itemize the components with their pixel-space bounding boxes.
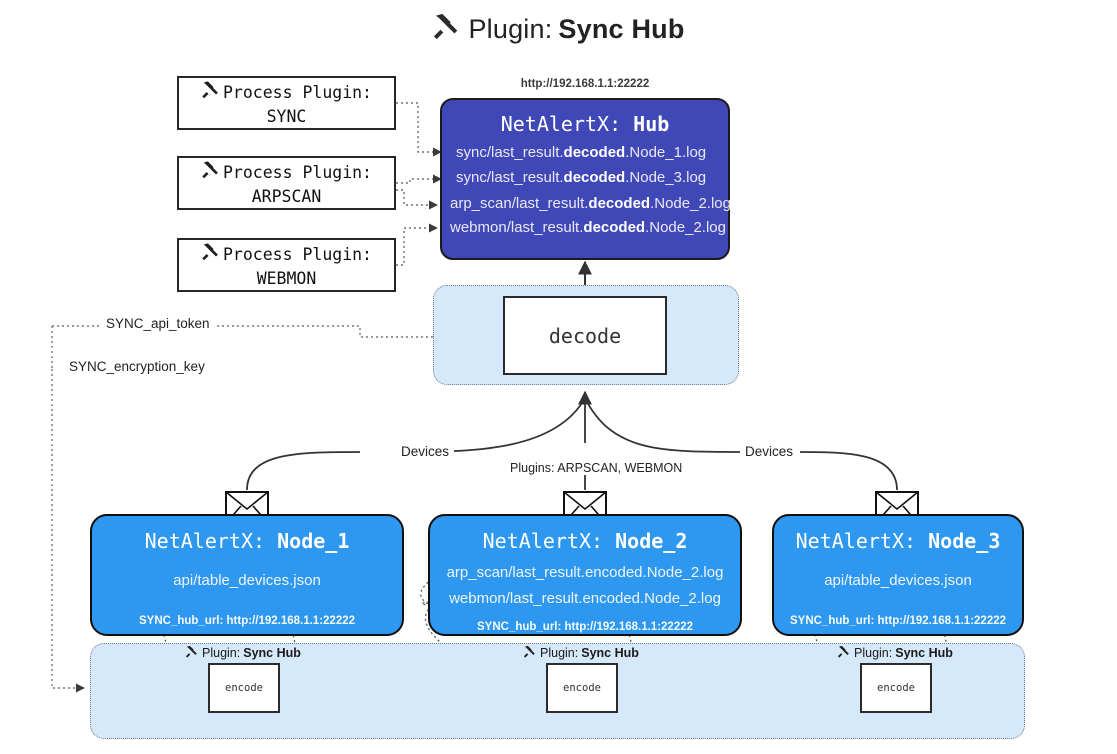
node-hub-url: SYNC_hub_url: http://192.168.1.1:22222 xyxy=(138,615,356,627)
process-plugin-label: Process Plugin: xyxy=(222,82,372,102)
page-title: Plugin: Sync Hub xyxy=(0,12,1117,47)
hub-title: NetAlertX: Hub xyxy=(442,112,728,136)
plug-icon xyxy=(185,645,199,661)
hub-log-post: .Node_2.log xyxy=(650,195,731,212)
node-log-entry: webmon/last_result.encoded.Node_2.log xyxy=(449,590,721,607)
encoder-caption-name: Sync Hub xyxy=(581,646,639,660)
hub-log-post: .Node_2.log xyxy=(645,219,726,236)
node-title-prefix: NetAlertX: xyxy=(795,529,917,553)
process-plugin-webmon[interactable]: Process Plugin: WEBMON xyxy=(177,238,396,292)
hub-log-pre: sync/last_result. xyxy=(456,144,564,161)
hub-log-bold: decoded xyxy=(588,195,651,212)
hub-log-pre: arp_scan/last_result. xyxy=(450,195,589,212)
process-plugin-sync[interactable]: Process Plugin: SYNC xyxy=(177,76,396,130)
hub-title-prefix: NetAlertX: xyxy=(500,112,622,136)
process-plugin-value: SYNC xyxy=(266,106,307,126)
encoder-caption: Plugin: Sync Hub xyxy=(185,645,301,661)
encoder-caption-name: Sync Hub xyxy=(895,646,953,660)
process-plugin-value: WEBMON xyxy=(256,268,317,288)
encode-box-node-1[interactable]: encode xyxy=(208,663,280,713)
node-log-entry: api/table_devices.json xyxy=(173,572,321,589)
encoder-caption: Plugin: Sync Hub xyxy=(837,645,953,661)
page-title-name: Sync Hub xyxy=(558,14,685,44)
hub-log-entry: sync/last_result.decoded.Node_1.log xyxy=(450,144,720,161)
hub-log-bold: decoded xyxy=(583,219,646,236)
node-title-prefix: NetAlertX: xyxy=(144,529,266,553)
process-plugin-label: Process Plugin: xyxy=(222,162,372,182)
plugins-center-label: Plugins: ARPSCAN, WEBMON xyxy=(505,461,688,475)
devices-right-label: Devices xyxy=(740,444,799,459)
node-log-entry: api/table_devices.json xyxy=(824,572,972,589)
node-title-name: Node_2 xyxy=(615,529,688,553)
process-plugin-value: ARPSCAN xyxy=(251,186,322,206)
encode-box-node-2[interactable]: encode xyxy=(546,663,618,713)
node-log-entry: arp_scan/last_result.encoded.Node_2.log xyxy=(446,564,724,581)
node-box-node-2[interactable]: NetAlertX: Node_2 arp_scan/last_result.e… xyxy=(428,514,742,636)
hub-log-bold: decoded xyxy=(563,144,626,161)
hub-log-pre: webmon/last_result. xyxy=(450,219,584,236)
hub-log-post: .Node_1.log xyxy=(625,144,707,161)
page-title-prefix: Plugin: xyxy=(468,14,553,44)
hub-log-entry: sync/last_result.decoded.Node_3.log xyxy=(450,169,720,186)
hub-log-bold: decoded xyxy=(563,169,626,186)
node-box-node-1[interactable]: NetAlertX: Node_1 api/table_devices.json… xyxy=(90,514,404,636)
hub-url-label: http://192.168.1.1:22222 xyxy=(520,78,650,90)
encoder-caption-name: Sync Hub xyxy=(243,646,301,660)
plug-icon xyxy=(837,645,851,661)
node-title-name: Node_3 xyxy=(928,529,1001,553)
plug-icon xyxy=(201,160,221,185)
hub-title-name: Hub xyxy=(633,112,670,136)
process-plugin-label: Process Plugin: xyxy=(222,244,372,264)
hub-log-entry: webmon/last_result.decoded.Node_2.log xyxy=(450,219,726,236)
hub-box[interactable]: NetAlertX: Hub sync/last_result.decoded.… xyxy=(440,98,731,260)
hub-log-entry: arp_scan/last_result.decoded.Node_2.log xyxy=(450,195,731,212)
plug-icon xyxy=(523,645,537,661)
node-title: NetAlertX: Node_3 xyxy=(774,529,1022,553)
encoder-caption-prefix: Plugin: xyxy=(854,646,893,660)
node-title: NetAlertX: Node_2 xyxy=(430,529,740,553)
encoder-caption-prefix: Plugin: xyxy=(202,646,241,660)
node-hub-url: SYNC_hub_url: http://192.168.1.1:22222 xyxy=(789,615,1007,627)
encoder-caption: Plugin: Sync Hub xyxy=(523,645,639,661)
node-title-name: Node_1 xyxy=(277,529,350,553)
plug-icon xyxy=(201,80,221,105)
encode-box-node-3[interactable]: encode xyxy=(860,663,932,713)
sync-encryption-key-label: SYNC_encryption_key xyxy=(64,359,210,374)
hub-log-pre: sync/last_result. xyxy=(456,169,564,186)
plug-icon xyxy=(432,12,462,47)
node-title-prefix: NetAlertX: xyxy=(482,529,604,553)
process-plugin-arpscan[interactable]: Process Plugin: ARPSCAN xyxy=(177,156,396,210)
hub-log-post: .Node_3.log xyxy=(625,169,707,186)
node-hub-url: SYNC_hub_url: http://192.168.1.1:22222 xyxy=(476,621,694,633)
devices-left-label: Devices xyxy=(396,444,455,459)
node-box-node-3[interactable]: NetAlertX: Node_3 api/table_devices.json… xyxy=(772,514,1024,636)
sync-api-token-label: SYNC_api_token xyxy=(101,316,215,331)
decode-box[interactable]: decode xyxy=(503,296,667,375)
node-title: NetAlertX: Node_1 xyxy=(92,529,402,553)
plug-icon xyxy=(201,242,221,267)
encoder-caption-prefix: Plugin: xyxy=(540,646,579,660)
